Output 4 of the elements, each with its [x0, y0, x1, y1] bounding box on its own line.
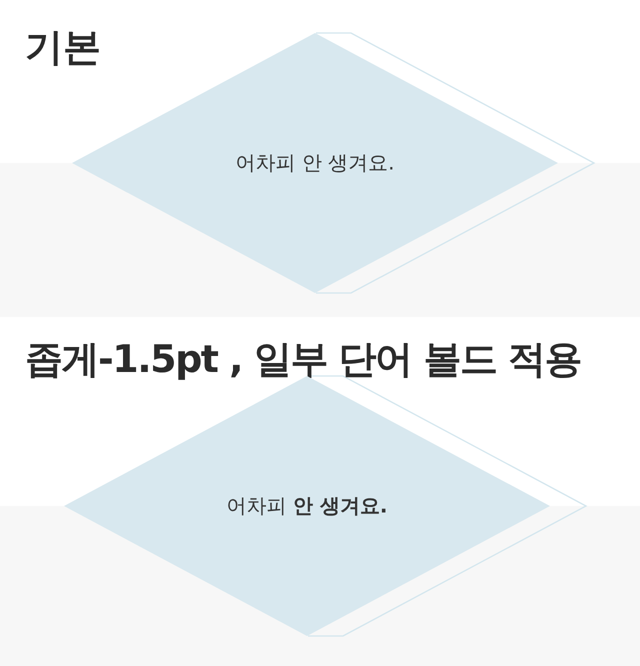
diamond-text: 어차피 안 생겨요. — [226, 492, 388, 520]
heading: 좁게-1.5pt , 일부 단어 볼드 적용 — [25, 340, 582, 378]
heading: 기본 — [25, 28, 101, 66]
diamond-text: 어차피 안 생겨요. — [234, 150, 396, 176]
